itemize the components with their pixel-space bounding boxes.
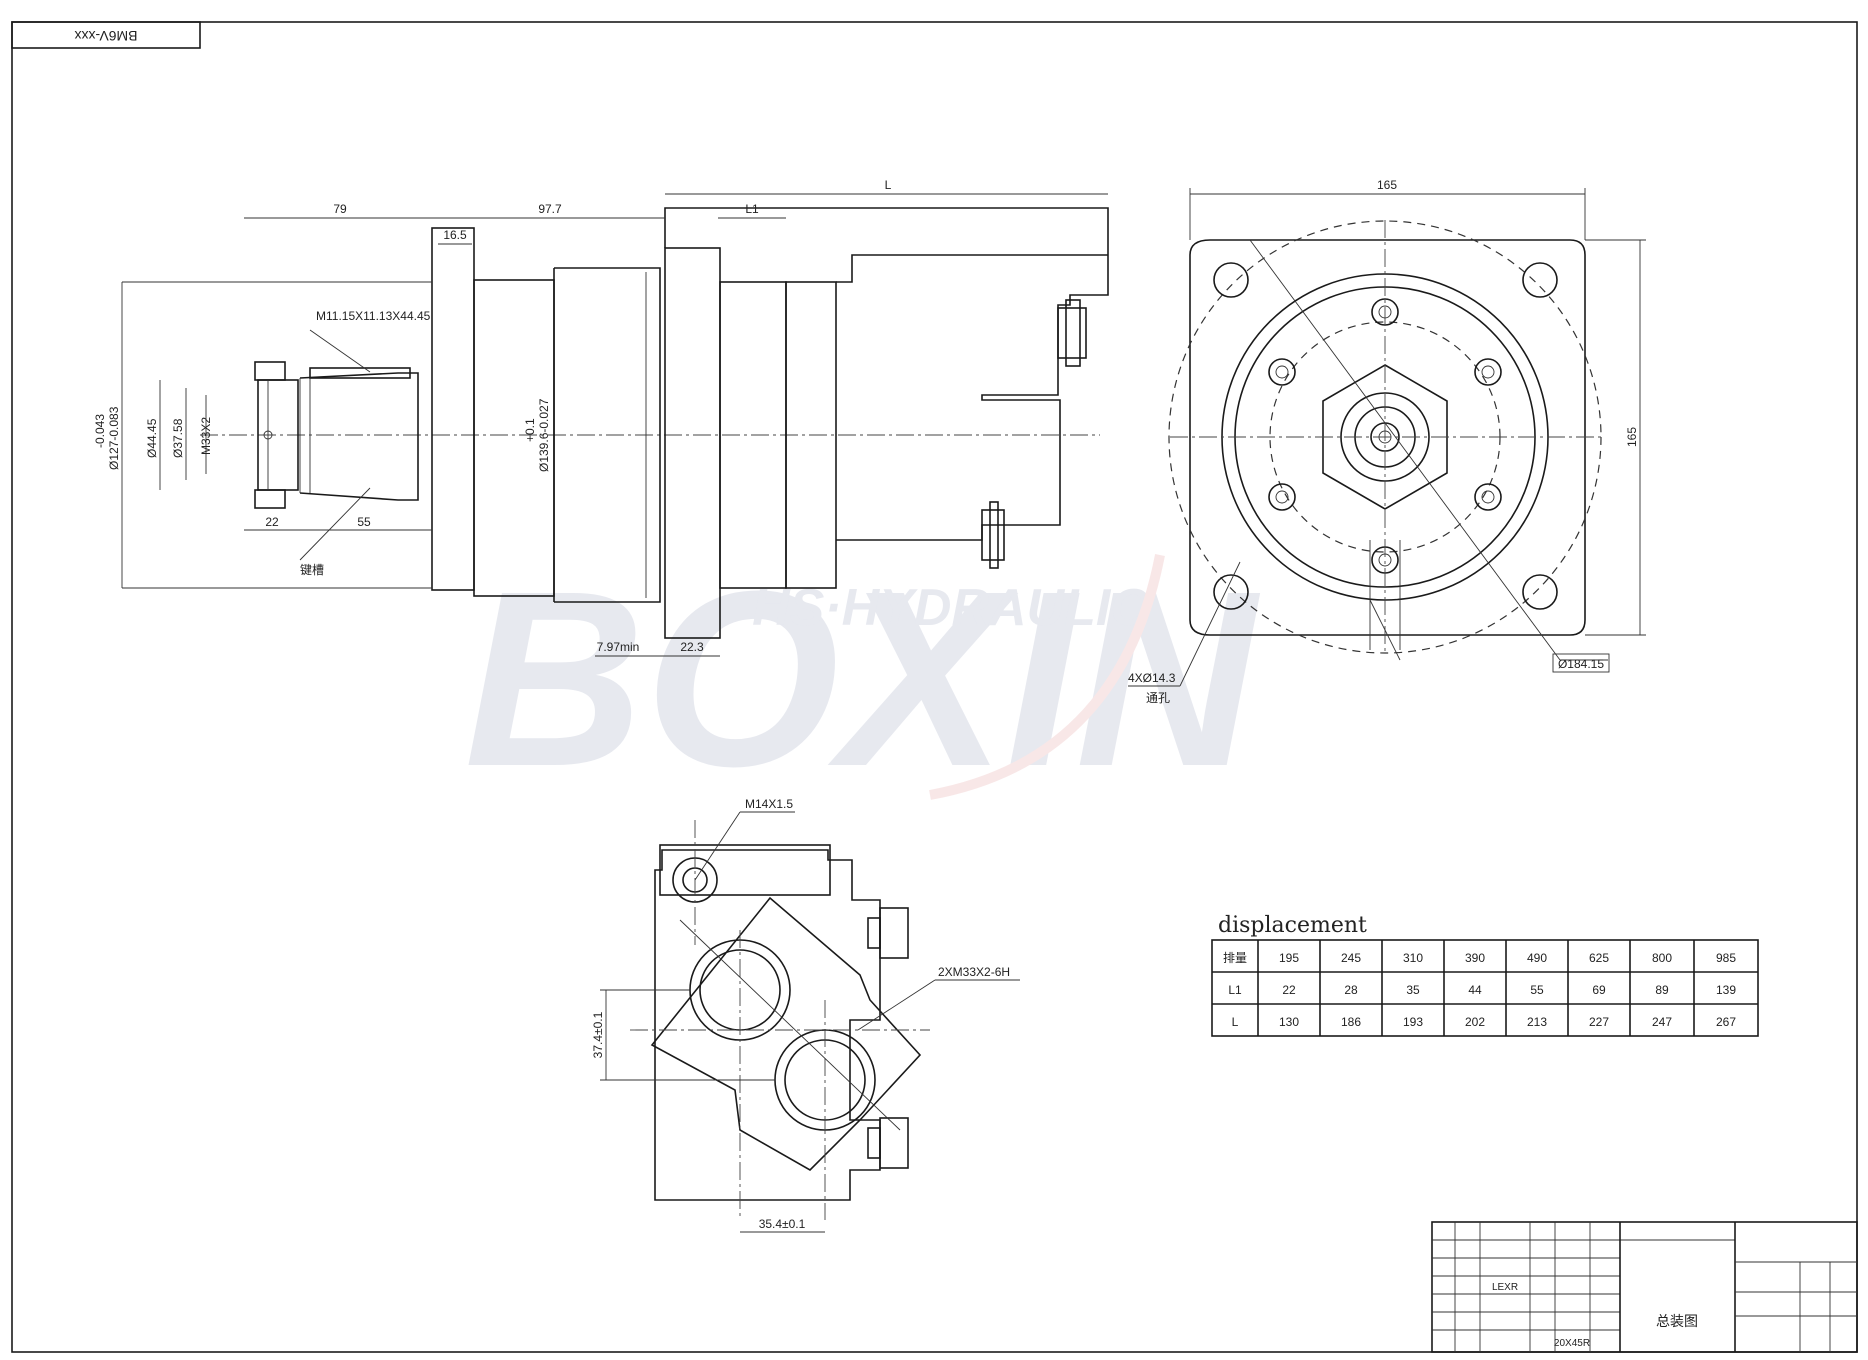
displacement-table: displacement 排量 195 245 310 390 490 625 …: [1211, 913, 1759, 1037]
dim-main-ports: 2XM33X2-6H: [938, 965, 1010, 979]
table-cell: 247: [1652, 1015, 1672, 1029]
title-material: LEXR: [1492, 1282, 1518, 1293]
dim-dia-37-58: Ø37.58: [171, 418, 185, 458]
table-cell: 69: [1592, 983, 1606, 997]
front-view: 165 165 Ø184.15 4XØ14.3 通孔: [1128, 178, 1646, 705]
table-cell: 22: [1282, 983, 1296, 997]
dim-L: L: [885, 178, 892, 192]
table-cell: 490: [1527, 951, 1547, 965]
table-cell: 排量: [1223, 951, 1247, 965]
dim-55: 55: [357, 515, 371, 529]
drawing-code-box: [11, 21, 201, 49]
dim-bolt-circle: Ø184.15: [1558, 657, 1604, 671]
table-cell: 44: [1468, 983, 1482, 997]
dim-35-4: 35.4±0.1: [759, 1217, 806, 1231]
dim-79: 79: [333, 202, 347, 216]
title-name: 总装图: [1656, 1313, 1698, 1329]
drawing-code: BM6V-xxx: [74, 28, 137, 44]
table-cell: 195: [1279, 951, 1299, 965]
dim-22-3: 22.3: [680, 640, 704, 654]
dim-holes: 4XØ14.3: [1128, 671, 1176, 685]
holes-note: 通孔: [1146, 691, 1170, 705]
table-cell: 193: [1403, 1015, 1423, 1029]
dim-165-height: 165: [1625, 427, 1639, 447]
dim-165-width: 165: [1377, 178, 1397, 192]
dim-16-5: 16.5: [443, 228, 467, 242]
sheet-border: [11, 21, 1858, 1353]
table-cell: 625: [1589, 951, 1609, 965]
table-cell: 985: [1716, 951, 1736, 965]
dim-dia-139-6: Ø139.6-0.027: [537, 398, 551, 472]
side-view: 79 16.5 97.7 L L1 M11.15X11.13X44.45 Ø12…: [93, 178, 1109, 657]
dim-dia-127: Ø127-0.083: [107, 406, 121, 470]
title-code: 20X45R: [1554, 1338, 1590, 1349]
table-cell: 55: [1530, 983, 1544, 997]
table-cell: 390: [1465, 951, 1485, 965]
table-cell: 202: [1465, 1015, 1485, 1029]
dim-spline: M11.15X11.13X44.45: [316, 309, 431, 323]
dim-dia-44-45: Ø44.45: [145, 418, 159, 458]
table-cell: L1: [1228, 983, 1242, 997]
table-cell: 35: [1406, 983, 1420, 997]
watermark-brand: BOXIN: [464, 539, 1260, 818]
table-cell: 139: [1716, 983, 1736, 997]
port-view: M14X1.5 2XM33X2-6H 37.4±0.1 35.4±0.1: [591, 797, 1020, 1233]
dim-drain-port: M14X1.5: [745, 797, 793, 811]
table-cell: 186: [1341, 1015, 1361, 1029]
dim-22: 22: [265, 515, 279, 529]
table-cell: 267: [1716, 1015, 1736, 1029]
dim-L1: L1: [745, 202, 759, 216]
table-cell: L: [1232, 1015, 1239, 1029]
dim-97-7: 97.7: [538, 202, 562, 216]
table-cell: 310: [1403, 951, 1423, 965]
dim-dia-139-tol: +0.1: [523, 418, 537, 442]
table-cell: 213: [1527, 1015, 1547, 1029]
table-cell: 227: [1589, 1015, 1609, 1029]
displacement-title: displacement: [1218, 913, 1367, 938]
title-block: LEXR 总装图 20X45R: [1431, 1221, 1858, 1353]
watermark: BOXIN HS·HYDRAULIC: [464, 539, 1260, 818]
table-cell: 245: [1341, 951, 1361, 965]
dim-thread-m33: M33X2: [199, 417, 213, 455]
table-cell: 130: [1279, 1015, 1299, 1029]
dim-dia-127-tol: -0.043: [93, 414, 107, 448]
table-cell: 89: [1655, 983, 1669, 997]
key-note: 键槽: [300, 563, 324, 577]
dim-7-97: 7.97min: [597, 640, 640, 654]
dim-37-4: 37.4±0.1: [591, 1011, 605, 1058]
table-cell: 28: [1344, 983, 1358, 997]
table-cell: 800: [1652, 951, 1672, 965]
